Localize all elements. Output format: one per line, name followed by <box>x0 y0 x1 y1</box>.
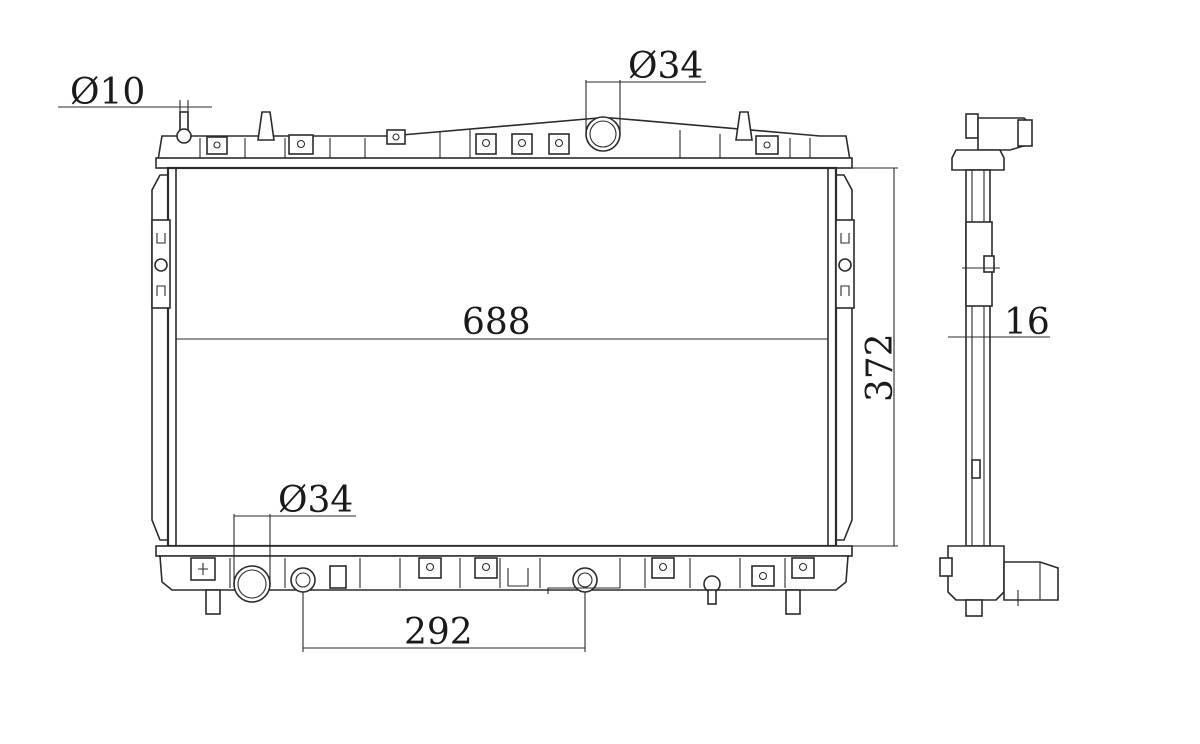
dimension-inlet-diameter: Ø34 <box>585 46 706 134</box>
radiator-core <box>151 166 855 548</box>
dimension-core-height: 372 <box>836 167 901 547</box>
dimension-vent-diameter: Ø10 <box>58 72 212 130</box>
core-thickness-label: 16 <box>1004 302 1050 343</box>
bottom-tank <box>155 545 853 615</box>
radiator-front-view <box>151 111 855 615</box>
vent-diameter-label: Ø10 <box>70 72 145 113</box>
dimension-core-thickness: 16 <box>948 302 1050 343</box>
dimension-outlet-diameter: Ø34 <box>233 480 356 584</box>
inlet-diameter-label: Ø34 <box>628 46 703 87</box>
core-width-label: 688 <box>462 302 531 343</box>
dimension-core-width: 688 <box>176 302 828 343</box>
core-height-label: 372 <box>860 333 901 402</box>
pipe-spacing-label: 292 <box>404 612 473 653</box>
outlet-diameter-label: Ø34 <box>278 480 353 521</box>
radiator-side-view <box>939 113 1059 617</box>
dimension-pipe-spacing: 292 <box>302 592 586 653</box>
top-tank <box>155 111 853 169</box>
